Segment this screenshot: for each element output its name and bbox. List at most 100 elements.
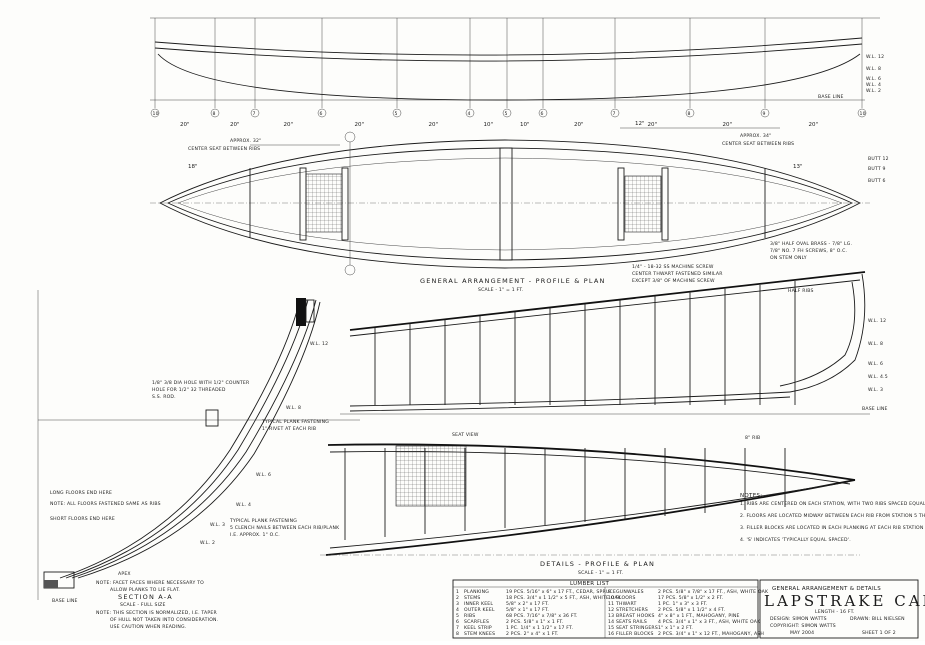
wl-label-4: W.L. 4 — [866, 82, 881, 88]
note-item: 1. RIBS ARE CENTERED ON EACH STATION, WI… — [740, 501, 925, 507]
drill-note-2: HOLE FOR 1/2" 32 THREADED — [152, 387, 226, 393]
lumber-size: 1" x 1" x 2 FT. — [658, 625, 693, 631]
title-length: LENGTH - 16 FT. — [815, 609, 855, 615]
detail-waterlines: W.L. 12 W.L. 8 W.L. 6 W.L. 4.5 W.L. 3 BA… — [862, 318, 888, 412]
lumber-part: OUTER KEEL — [464, 607, 495, 613]
short-floors: SHORT FLOORS END HERE — [50, 516, 115, 522]
title-date: MAY 2004 — [790, 630, 814, 636]
station-number: 6 — [541, 111, 544, 117]
station-circle — [317, 108, 327, 118]
top-profile: W.L. 12 W.L. 8 W.L. 6 W.L. 4 W.L. 2 BASE… — [150, 17, 884, 128]
approx-right: APPROX. 34" — [740, 133, 771, 139]
station-circle — [210, 108, 220, 118]
wl-label-12: W.L. 12 — [866, 54, 884, 60]
spacing-label: 10" — [484, 122, 494, 128]
lumber-no: 12 — [608, 607, 614, 613]
center-thwart-plan — [499, 147, 513, 261]
spacing-label: 10" — [520, 122, 530, 128]
machine-screw-3: EXCEPT 3/8" OF MACHINE SCREW — [632, 278, 715, 284]
details-profile: 1/4" - 18-32 SS MACHINE SCREW CENTER THW… — [320, 241, 888, 576]
lumber-size: 4 PCS. 3/4" x 1" x 3 FT., ASH, WHITE OAK — [658, 619, 761, 625]
lumber-size: 18 PCS. 3/4" x 1 1/2" x 5 FT., ASH, WHIT… — [506, 595, 622, 601]
station-circle — [538, 108, 548, 118]
spacing-label: 20" — [809, 122, 819, 128]
dim-18: 18" — [188, 164, 198, 170]
lumber-no: 13 — [608, 613, 614, 619]
machine-screw-1: 1/4" - 18-32 SS MACHINE SCREW — [632, 264, 714, 270]
lumber-size: 19 PCS. 5/16" x 6" x 17 FT., CEDAR, SPRU… — [506, 589, 616, 595]
lumber-part: SCARFLES — [464, 619, 489, 625]
station-number: 4 — [468, 111, 471, 117]
section-title: SECTION A-A — [118, 593, 173, 601]
lumber-no: 11 — [608, 601, 614, 607]
s-wl-6: W.L. 6 — [256, 472, 271, 478]
s-wl-8: W.L. 8 — [286, 405, 301, 411]
lumber-size: 5/8" x 2" x 17 FT. — [506, 601, 549, 607]
lumber-no: 5 — [456, 613, 459, 619]
details-caption: DETAILS - PROFILE & PLAN — [540, 560, 655, 568]
spacing-label: 20" — [429, 122, 439, 128]
d-wl-45: W.L. 4.5 — [868, 374, 888, 380]
notes-block: NOTES: 1. RIBS ARE CENTERED ON EACH STAT… — [740, 493, 925, 543]
d-wl-12: W.L. 12 — [868, 318, 886, 324]
s-wl-2: W.L. 2 — [200, 540, 215, 546]
lumber-part: FLOORS — [616, 595, 636, 601]
lumber-part: BREAST HOOKS — [616, 613, 655, 619]
detail-seat — [395, 445, 467, 507]
center-seat-left: CENTER SEAT BETWEEN RIBS — [188, 146, 260, 152]
lumber-size: 5/8" x 1" x 17 FT. — [506, 607, 549, 613]
lumber-part: SEAT STRINGERS — [616, 625, 658, 631]
title-drawn: DRAWN: BILL NIELSEN — [850, 616, 905, 622]
station-circle — [502, 108, 512, 118]
lumber-size: 2 PCS. 2" x 4" x 1 FT. — [506, 631, 559, 637]
lumber-title: LUMBER LIST — [570, 581, 610, 587]
wl-label-6: W.L. 6 — [866, 76, 881, 82]
s-wl-12: W.L. 12 — [310, 341, 328, 347]
lumber-no: 9 — [608, 589, 611, 595]
waterline-labels-top: W.L. 12 W.L. 8 W.L. 6 W.L. 4 W.L. 2 BASE… — [818, 54, 884, 100]
apex: APEX — [118, 571, 131, 577]
lumber-part: FILLER BLOCKS — [616, 631, 654, 637]
section-plank-outer — [59, 299, 301, 579]
approx-left: APPROX. 32" — [230, 138, 261, 144]
base-line-label-top: BASE LINE — [818, 94, 844, 100]
typical-fastening-1: TYPICAL PLANK FASTENING — [261, 419, 329, 425]
station-number: 5 — [505, 111, 508, 117]
station-number: 9 — [763, 111, 766, 117]
lumber-no: 6 — [456, 619, 459, 625]
station-number: 7 — [253, 111, 256, 117]
ga-scale: SCALE - 1" = 1 FT. — [478, 287, 523, 293]
d-wl-8: W.L. 8 — [868, 341, 883, 347]
center-seat-right: CENTER SEAT BETWEEN RIBS — [722, 141, 794, 147]
typical-plank-3: I.E. APPROX. 1" O.C. — [230, 532, 280, 538]
lumber-size: 2 PCS. 3/4" x 1" x 12 FT., MAHOGANY, ASH — [658, 631, 764, 637]
dim-13: 13" — [793, 164, 803, 170]
detail-ribs — [374, 281, 796, 405]
title-sheet: SHEET 1 OF 2 — [862, 630, 896, 636]
station-circle — [465, 108, 475, 118]
title-design: DESIGN: SIMON WATTS — [770, 616, 827, 622]
typical-fastening-2: 1" RIVET AT EACH RIB — [262, 426, 316, 432]
lumber-size: 1 PC. 1/4" x 1 1/2" x 17 FT. — [506, 625, 573, 631]
station-lines — [154, 18, 863, 108]
typical-plank-1: TYPICAL PLANK FASTENING — [229, 518, 297, 524]
station-circle — [610, 108, 620, 118]
seat-left-plan — [305, 173, 343, 233]
spacing-label: 20" — [648, 122, 658, 128]
seat-right-plan — [624, 175, 662, 233]
lumber-no: 2 — [456, 595, 459, 601]
lumber-no: 15 — [608, 625, 614, 631]
wl-label-8: W.L. 8 — [866, 66, 881, 72]
lumber-size: 1 PC. 1" x 3" x 3 FT. — [658, 601, 708, 607]
butt-9: BUTT 9 — [868, 166, 886, 172]
spacing-label: 20" — [284, 122, 294, 128]
long-floors: LONG FLOORS END HERE — [50, 490, 112, 496]
station-number: 10 — [860, 111, 866, 117]
section-note-3: USE CAUTION WHEN READING. — [110, 624, 186, 630]
lumber-part: STEM KNEES — [464, 631, 495, 637]
wl-label-2: W.L. 2 — [866, 88, 881, 94]
butt-12: BUTT 12 — [868, 156, 889, 162]
dim-12: 12" — [635, 121, 645, 127]
